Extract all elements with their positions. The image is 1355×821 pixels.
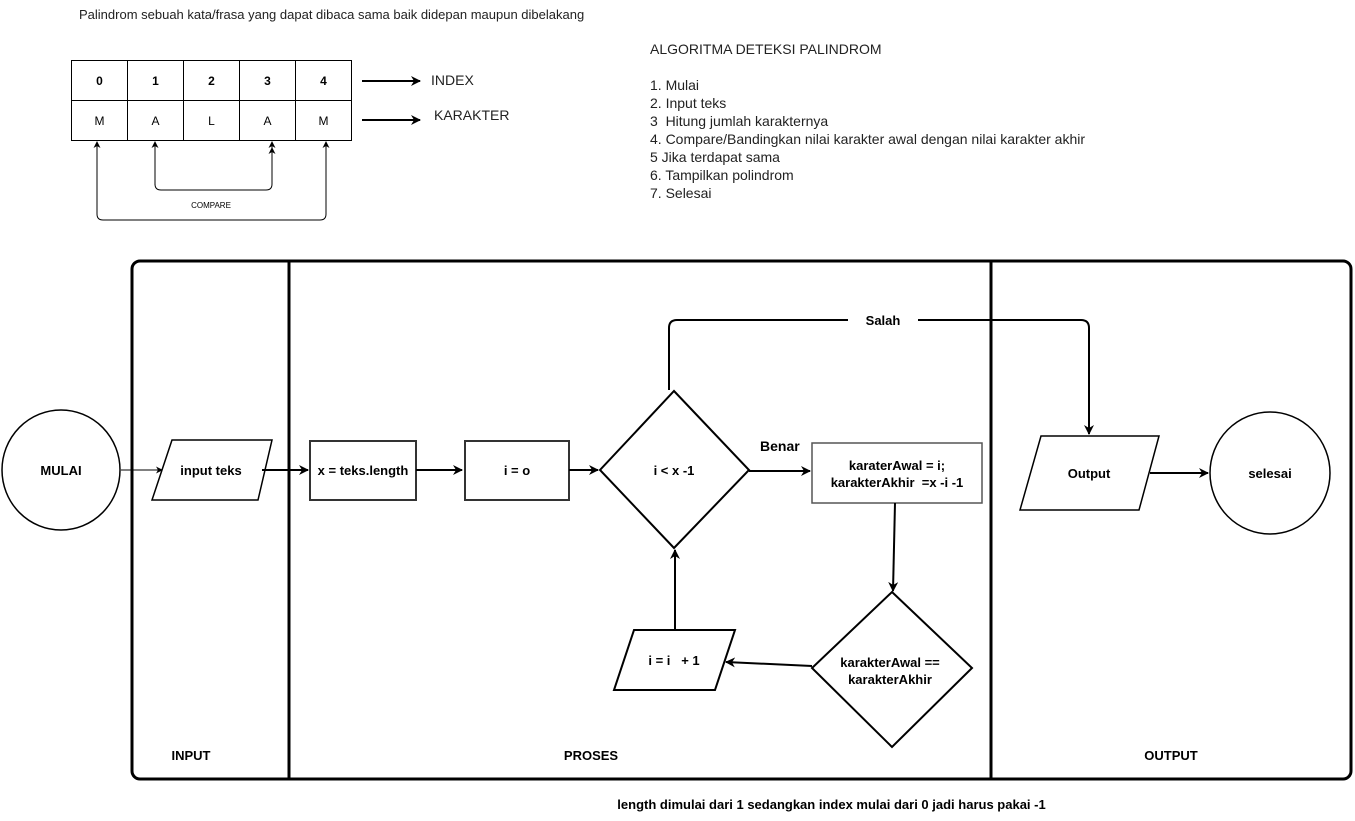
- loop-condition-label: i < x -1: [654, 463, 695, 478]
- start-label: MULAI: [40, 463, 81, 478]
- increment-parallelogram: [612, 629, 737, 691]
- index-cell: 1: [127, 60, 184, 101]
- char-cell: M: [295, 100, 352, 141]
- compare-label: COMPARE: [191, 201, 231, 210]
- length-label: x = teks.length: [318, 463, 409, 478]
- lane-input-label: INPUT: [172, 748, 211, 763]
- end-label: selesai: [1248, 466, 1291, 481]
- input-parallelogram: [150, 439, 273, 501]
- algorithm-title: ALGORITMA DETEKSI PALINDROM: [650, 41, 882, 57]
- algorithm-step: 1. Mulai: [650, 77, 700, 93]
- compare-line1: karakterAwal ==: [840, 655, 940, 670]
- init-i-box: [464, 440, 570, 501]
- compare-line2: karakterAkhir: [848, 672, 932, 687]
- input-label: input teks: [180, 463, 241, 478]
- output-label: Output: [1068, 466, 1111, 481]
- index-label: INDEX: [431, 72, 474, 88]
- char-cell: L: [183, 100, 240, 141]
- compare-outer-arrow: [96, 148, 327, 221]
- swimlane-container: [130, 259, 1353, 781]
- increment-label: i = i + 1: [648, 653, 699, 668]
- algorithm-step: 2. Input teks: [650, 95, 727, 111]
- false-branch-arrow: [918, 319, 1094, 435]
- char-cell: M: [71, 100, 128, 141]
- index-cell: 4: [295, 60, 352, 101]
- arrow-assign-to-compare: [888, 502, 899, 592]
- compare-diamond: [810, 590, 974, 749]
- false-branch-line: [668, 319, 848, 390]
- intro-text: Palindrom sebuah kata/frasa yang dapat d…: [79, 7, 585, 22]
- char-row: M A L A M: [71, 100, 352, 141]
- algorithm-step: 3 Hitung jumlah karakternya: [650, 113, 829, 129]
- arrow-compare-to-increment: [725, 657, 813, 668]
- lane-output-label: OUTPUT: [1144, 748, 1198, 763]
- algorithm-step: 4. Compare/Bandingkan nilai karakter awa…: [650, 131, 1086, 147]
- compare-inner-arrow: [154, 147, 276, 191]
- algorithm-step: 6. Tampilkan polindrom: [650, 167, 794, 183]
- algorithm-block: ALGORITMA DETEKSI PALINDROM 1. Mulai 2. …: [650, 40, 1085, 202]
- output-parallelogram: [1019, 435, 1160, 511]
- algorithm-step: 5 Jika terdapat sama: [650, 149, 780, 165]
- char-cell: A: [239, 100, 296, 141]
- algorithm-step: 7. Selesai: [650, 185, 712, 201]
- index-cell: 2: [183, 60, 240, 101]
- end-terminal: [1209, 411, 1331, 535]
- assign-chars-line2: karakterAkhir =x -i -1: [831, 475, 964, 490]
- assign-chars-box: [811, 442, 983, 504]
- array-table: 0 1 2 3 4 M A L A M: [71, 60, 352, 141]
- true-label: Benar: [760, 438, 800, 454]
- assign-chars-line1: karaterAwal = i;: [849, 458, 945, 473]
- start-terminal: [1, 409, 121, 531]
- index-row: 0 1 2 3 4: [71, 60, 352, 101]
- init-i-label: i = o: [504, 463, 530, 478]
- footnote: length dimulai dari 1 sedangkan index mu…: [617, 797, 1046, 812]
- loop-condition-diamond: [598, 389, 751, 550]
- false-label: Salah: [866, 313, 901, 328]
- karakter-label: KARAKTER: [434, 107, 510, 123]
- lane-proses-label: PROSES: [564, 748, 619, 763]
- index-cell: 0: [71, 60, 128, 101]
